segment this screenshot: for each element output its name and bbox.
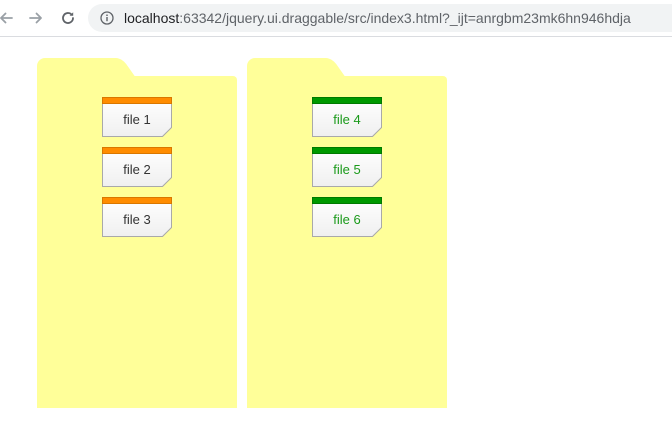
file-card[interactable]: file 5 bbox=[312, 147, 382, 187]
reload-button[interactable] bbox=[56, 6, 80, 30]
file-color-band bbox=[102, 147, 172, 154]
dog-ear-icon bbox=[372, 177, 382, 187]
file-card[interactable]: file 3 bbox=[102, 197, 172, 237]
file-label: file 5 bbox=[333, 162, 361, 177]
folder-left[interactable]: file 1 file 2 file 3 bbox=[37, 58, 237, 408]
file-label: file 2 bbox=[123, 162, 151, 177]
folder-tab bbox=[37, 58, 117, 78]
dog-ear-icon bbox=[372, 127, 382, 137]
file-card[interactable]: file 4 bbox=[312, 97, 382, 137]
back-button[interactable] bbox=[0, 6, 18, 30]
arrow-left-icon bbox=[0, 12, 13, 24]
info-icon[interactable] bbox=[100, 11, 114, 25]
dog-ear-icon bbox=[372, 227, 382, 237]
url-text: localhost:63342/jquery.ui.draggable/src/… bbox=[124, 10, 631, 26]
browser-toolbar: localhost:63342/jquery.ui.draggable/src/… bbox=[0, 0, 672, 37]
dog-ear-icon bbox=[162, 177, 172, 187]
url-path: :63342/jquery.ui.draggable/src/index3.ht… bbox=[179, 10, 631, 26]
file-card[interactable]: file 2 bbox=[102, 147, 172, 187]
file-label: file 1 bbox=[123, 112, 151, 127]
file-color-band bbox=[312, 147, 382, 154]
file-label: file 4 bbox=[333, 112, 361, 127]
address-bar[interactable]: localhost:63342/jquery.ui.draggable/src/… bbox=[88, 4, 672, 32]
file-color-band bbox=[102, 197, 172, 204]
file-card[interactable]: file 6 bbox=[312, 197, 382, 237]
file-color-band bbox=[312, 197, 382, 204]
file-label: file 3 bbox=[123, 212, 151, 227]
folder-right[interactable]: file 4 file 5 file 6 bbox=[247, 58, 447, 408]
arrow-right-icon bbox=[29, 12, 42, 24]
file-color-band bbox=[102, 97, 172, 104]
dog-ear-icon bbox=[162, 127, 172, 137]
file-label: file 6 bbox=[333, 212, 361, 227]
url-host: localhost bbox=[124, 10, 180, 26]
file-card[interactable]: file 1 bbox=[102, 97, 172, 137]
file-color-band bbox=[312, 97, 382, 104]
dog-ear-icon bbox=[162, 227, 172, 237]
forward-button[interactable] bbox=[24, 6, 48, 30]
folder-tab bbox=[247, 58, 327, 78]
reload-icon bbox=[62, 12, 74, 24]
